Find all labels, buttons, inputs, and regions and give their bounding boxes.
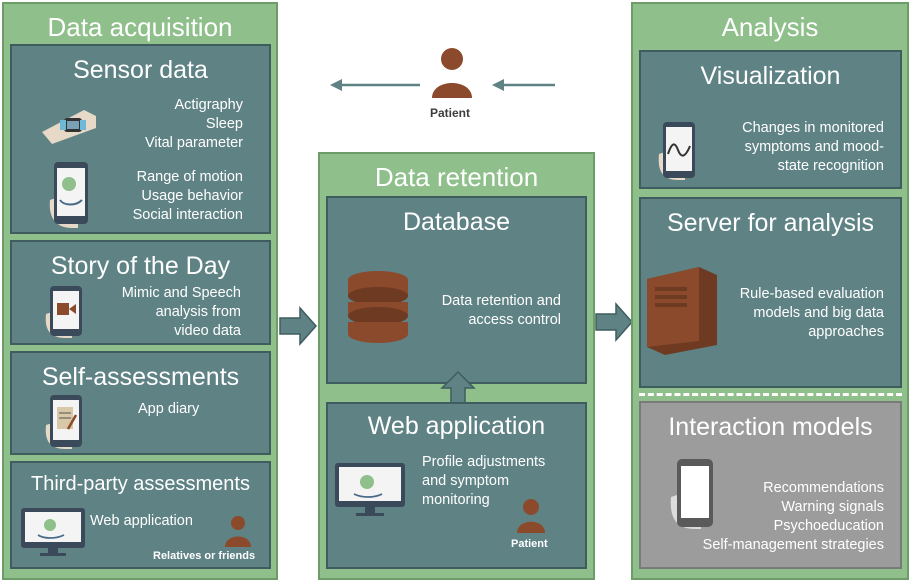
sensor-item: Usage behavior (141, 188, 243, 204)
web-monitor-icon (335, 463, 405, 516)
data-acquisition-title: Data acquisition (47, 12, 233, 42)
blank-phone-icon (670, 459, 713, 529)
story-of-the-day-panel: Story of the Day Mimic and Speech analys… (10, 240, 271, 345)
story-line: video data (174, 323, 241, 339)
dashed-divider (639, 393, 902, 396)
server-line: models and big data (753, 305, 884, 321)
sensor-group2-list: Range of motion Usage behavior Social in… (133, 168, 243, 225)
third-party-assessments-title: Third-party assessments (31, 473, 250, 495)
third-party-web-app-label: Web application (90, 513, 193, 529)
smartphone-app-icon (49, 162, 88, 228)
sensor-group1-list: Actigraphy Sleep Vital parameter (145, 96, 243, 153)
server-icon (647, 267, 717, 355)
top-patient-icon (432, 48, 472, 98)
sensor-item: Social interaction (132, 207, 243, 223)
interaction-models-panel: Interaction models Recommendations Warni… (639, 401, 902, 569)
arrow-retention-to-analysis (595, 302, 634, 342)
web-application-panel: Web application Profile adjustments and … (326, 402, 587, 569)
database-panel: Database Data retention and access contr… (326, 196, 587, 384)
interaction-line: Recommendations (763, 480, 884, 496)
monitor-icon (21, 508, 85, 556)
arrow-acquisition-to-retention (279, 306, 318, 346)
interaction-line: Psychoeducation (773, 518, 884, 534)
data-retention-title: Data retention (374, 162, 539, 192)
visualization-title: Visualization (700, 62, 841, 90)
story-of-the-day-title: Story of the Day (50, 252, 231, 280)
visualization-line: symptoms and mood- (744, 139, 884, 155)
web-application-line: Profile adjustments (422, 454, 546, 470)
web-application-title: Web application (367, 412, 546, 440)
interaction-line: Warning signals (781, 499, 884, 515)
visualization-panel: Visualization Changes in monitored sympt… (639, 50, 902, 189)
server-text: Rule-based evaluation models and big dat… (740, 285, 884, 342)
web-app-patient-label: Patient (511, 538, 548, 550)
video-phone-icon (45, 286, 82, 338)
diary-phone-icon (45, 395, 82, 449)
interaction-models-title: Interaction models (668, 413, 873, 441)
database-line: access control (468, 312, 561, 328)
story-line: analysis from (155, 304, 241, 320)
sensor-item: Actigraphy (174, 97, 243, 113)
self-assessments-line: App diary (138, 401, 200, 417)
chart-phone-icon (658, 122, 695, 180)
self-assessments-panel: Self-assessments App diary (10, 351, 271, 455)
database-icon (348, 271, 408, 343)
sensor-item: Sleep (205, 116, 243, 132)
third-party-assessments-panel: Third-party assessments Web application … (10, 461, 271, 569)
database-text: Data retention and access control (442, 292, 561, 330)
relatives-label: Relatives or friends (153, 550, 256, 562)
web-application-line: and symptom (422, 473, 510, 489)
web-application-line: monitoring (422, 492, 490, 508)
interaction-line: Self-management strategies (702, 537, 884, 553)
database-title: Database (402, 208, 511, 236)
relatives-icon (225, 516, 251, 547)
top-flow-arrows (330, 79, 555, 91)
analysis-title: Analysis (721, 12, 819, 42)
story-line: Mimic and Speech (121, 285, 241, 301)
server-line: approaches (808, 324, 884, 340)
sensor-item: Range of motion (136, 169, 243, 185)
self-assessments-title: Self-assessments (41, 363, 240, 391)
sensor-data-title: Sensor data (73, 56, 208, 84)
visualization-text: Changes in monitored symptoms and mood- … (742, 119, 884, 176)
top-patient-label: Patient (430, 106, 471, 120)
server-line: Rule-based evaluation (739, 286, 884, 302)
server-panel: Server for analysis Rule-based evaluatio… (639, 197, 902, 388)
database-line: Data retention and (441, 293, 561, 309)
third-party-web-app: Web application (90, 512, 193, 531)
self-assessments-text: App diary (138, 400, 199, 419)
story-text: Mimic and Speech analysis from video dat… (122, 284, 241, 341)
smartwatch-icon (42, 110, 96, 144)
sensor-item: Vital parameter (144, 135, 243, 151)
server-title: Server for analysis (666, 209, 875, 237)
web-application-text: Profile adjustments and symptom monitori… (422, 453, 545, 510)
web-app-patient-icon (517, 499, 545, 533)
visualization-line: state recognition (777, 158, 884, 174)
sensor-data-panel: Sensor data Actigraphy Sleep Vital param… (10, 44, 271, 234)
interaction-models-text: Recommendations Warning signals Psychoed… (703, 479, 884, 555)
visualization-line: Changes in monitored (742, 120, 884, 136)
